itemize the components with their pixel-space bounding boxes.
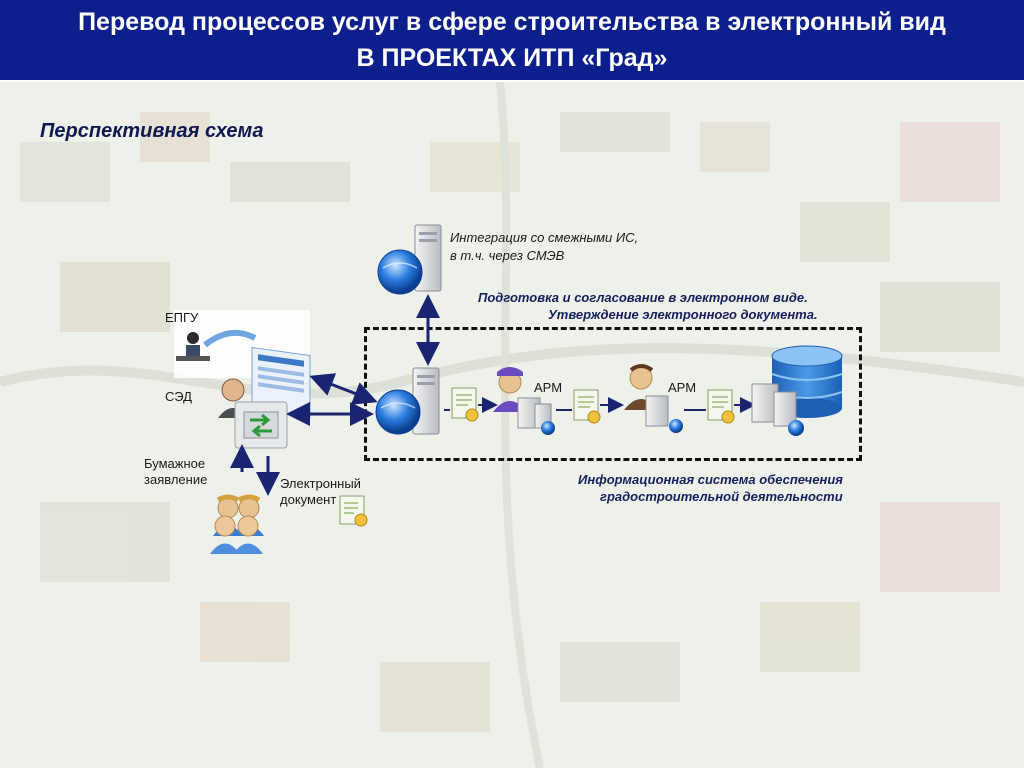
- epgu-arrow: [309, 373, 378, 405]
- paper-label-line1: Бумажное: [144, 456, 206, 471]
- isogd-label-line1: Информационная система обеспечения: [578, 472, 843, 487]
- prep-label-line1: Подготовка и согласование в электронном …: [478, 290, 808, 305]
- document-icon: [451, 387, 479, 422]
- isogd-label-line2: градостроительной деятельности: [600, 489, 843, 504]
- document-icon: [573, 389, 601, 424]
- map-background: [0, 82, 1024, 768]
- page-subtitle: Перспективная схема: [40, 120, 264, 142]
- edoc-label-line2: документ: [280, 492, 337, 507]
- prep-label-line2: Утверждение электронного документа.: [548, 307, 818, 322]
- paper-label-line2: заявление: [144, 472, 208, 487]
- database-icon: [751, 345, 843, 436]
- users-group-icon: [210, 494, 264, 554]
- integration-label-line1: Интеграция со смежными ИС,: [450, 230, 639, 245]
- arm2-label: АРМ: [668, 380, 697, 395]
- workstation-icon: [493, 367, 555, 435]
- sed-label: СЭД: [165, 389, 192, 404]
- globe-server-icon: [377, 224, 442, 295]
- portal-screen-icon: [174, 310, 311, 419]
- document-icon: [339, 495, 368, 527]
- workstation-icon: [624, 364, 683, 433]
- document-icon: [707, 389, 735, 424]
- integration-label-line2: в т.ч. через СМЭВ: [450, 248, 565, 263]
- epgu-label: ЕПГУ: [165, 310, 199, 325]
- header-banner: Перевод процессов услуг в сфере строител…: [0, 0, 1024, 82]
- header-title-line1: Перевод процессов услуг в сфере строител…: [78, 8, 946, 36]
- arm1-label: АРМ: [534, 380, 563, 395]
- document-exchange-icon: [218, 378, 288, 449]
- header-title-line2: В ПРОЕКТАХ ИТП «Град»: [356, 44, 668, 72]
- edoc-label-line1: Электронный: [280, 476, 361, 491]
- globe-server-icon: [375, 367, 440, 435]
